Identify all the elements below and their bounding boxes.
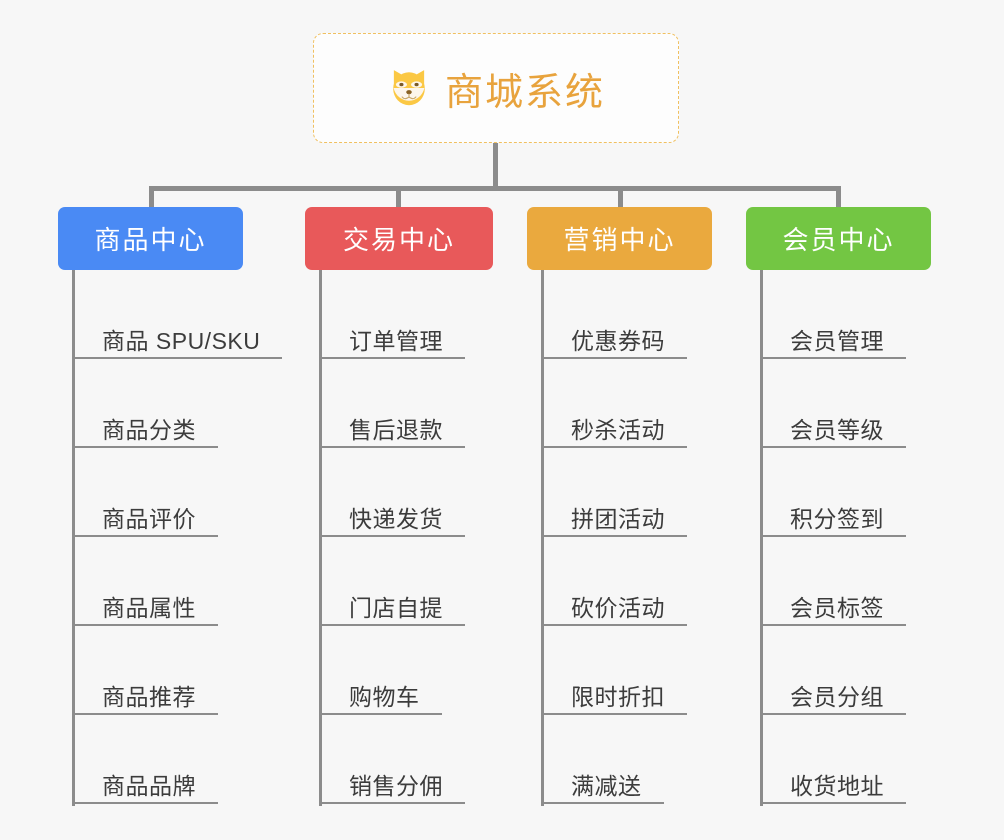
category-label-0: 商品中心 bbox=[94, 225, 207, 255]
leaf-item[interactable]: 收货地址 bbox=[760, 715, 906, 804]
leaf-label: 快递发货 bbox=[349, 505, 443, 532]
leaf-item[interactable]: 购物车 bbox=[319, 626, 442, 715]
leaf-item[interactable]: 门店自提 bbox=[319, 537, 465, 626]
leaf-label: 售后退款 bbox=[349, 416, 443, 443]
root-node[interactable]: 商城系统 bbox=[313, 33, 679, 143]
leaf-label: 会员分组 bbox=[790, 683, 884, 710]
leaf-item[interactable]: 砍价活动 bbox=[541, 537, 687, 626]
leaf-item[interactable]: 快递发货 bbox=[319, 448, 465, 537]
category-box-3[interactable]: 会员中心 bbox=[746, 207, 931, 270]
category-label-3: 会员中心 bbox=[782, 225, 895, 255]
leaf-label: 会员标签 bbox=[790, 594, 884, 621]
leaf-item[interactable]: 积分签到 bbox=[760, 448, 906, 537]
leaf-label: 积分签到 bbox=[790, 505, 884, 532]
leaf-item[interactable]: 商品推荐 bbox=[72, 626, 218, 715]
category-box-0[interactable]: 商品中心 bbox=[58, 207, 243, 270]
leaf-label: 销售分佣 bbox=[349, 772, 443, 799]
leaf-item[interactable]: 销售分佣 bbox=[319, 715, 465, 804]
leaf-label: 商品评价 bbox=[102, 505, 196, 532]
column-trunk-0 bbox=[72, 270, 75, 806]
dog-face-icon bbox=[387, 66, 431, 110]
column-trunk-1 bbox=[319, 270, 322, 806]
leaf-item[interactable]: 商品分类 bbox=[72, 359, 218, 448]
leaf-item[interactable]: 拼团活动 bbox=[541, 448, 687, 537]
leaf-label: 限时折扣 bbox=[571, 683, 665, 710]
connector-drop-0 bbox=[149, 186, 154, 210]
category-label-2: 营销中心 bbox=[563, 225, 676, 255]
leaf-item[interactable]: 商品 SPU/SKU bbox=[72, 270, 282, 359]
leaf-item[interactable]: 会员等级 bbox=[760, 359, 906, 448]
leaf-label: 商品品牌 bbox=[102, 772, 196, 799]
leaf-item[interactable]: 满减送 bbox=[541, 715, 664, 804]
leaf-item[interactable]: 订单管理 bbox=[319, 270, 465, 359]
leaf-item[interactable]: 商品属性 bbox=[72, 537, 218, 626]
connector-drop-3 bbox=[836, 186, 841, 210]
leaf-label: 商品 SPU/SKU bbox=[102, 327, 261, 354]
connector-root-stem bbox=[493, 143, 498, 190]
leaf-label: 门店自提 bbox=[349, 594, 443, 621]
leaf-item[interactable]: 限时折扣 bbox=[541, 626, 687, 715]
leaf-label: 收货地址 bbox=[790, 772, 884, 799]
leaf-label: 会员等级 bbox=[790, 416, 884, 443]
connector-drop-1 bbox=[396, 186, 401, 210]
column-trunk-2 bbox=[541, 270, 544, 806]
leaf-item[interactable]: 会员标签 bbox=[760, 537, 906, 626]
leaf-label: 会员管理 bbox=[790, 327, 884, 354]
root-title: 商城系统 bbox=[444, 71, 605, 114]
leaf-item[interactable]: 优惠券码 bbox=[541, 270, 687, 359]
leaf-label: 购物车 bbox=[349, 683, 420, 710]
leaf-label: 商品分类 bbox=[102, 416, 196, 443]
leaf-label: 商品属性 bbox=[102, 594, 196, 621]
leaf-item[interactable]: 售后退款 bbox=[319, 359, 465, 448]
connector-horizontal-bus bbox=[149, 186, 840, 191]
leaf-label: 订单管理 bbox=[349, 327, 443, 354]
leaf-label: 优惠券码 bbox=[571, 327, 665, 354]
leaf-label: 砍价活动 bbox=[571, 594, 665, 621]
connector-drop-2 bbox=[618, 186, 623, 210]
leaf-item[interactable]: 秒杀活动 bbox=[541, 359, 687, 448]
column-trunk-3 bbox=[760, 270, 763, 806]
leaf-item[interactable]: 商品品牌 bbox=[72, 715, 218, 804]
leaf-item[interactable]: 会员管理 bbox=[760, 270, 906, 359]
leaf-label: 秒杀活动 bbox=[571, 416, 665, 443]
leaf-label: 商品推荐 bbox=[102, 683, 196, 710]
category-label-1: 交易中心 bbox=[342, 225, 455, 255]
leaf-item[interactable]: 会员分组 bbox=[760, 626, 906, 715]
category-box-2[interactable]: 营销中心 bbox=[527, 207, 712, 270]
leaf-item[interactable]: 商品评价 bbox=[72, 448, 218, 537]
leaf-label: 拼团活动 bbox=[571, 505, 665, 532]
category-box-1[interactable]: 交易中心 bbox=[305, 207, 493, 270]
leaf-label: 满减送 bbox=[571, 772, 642, 799]
